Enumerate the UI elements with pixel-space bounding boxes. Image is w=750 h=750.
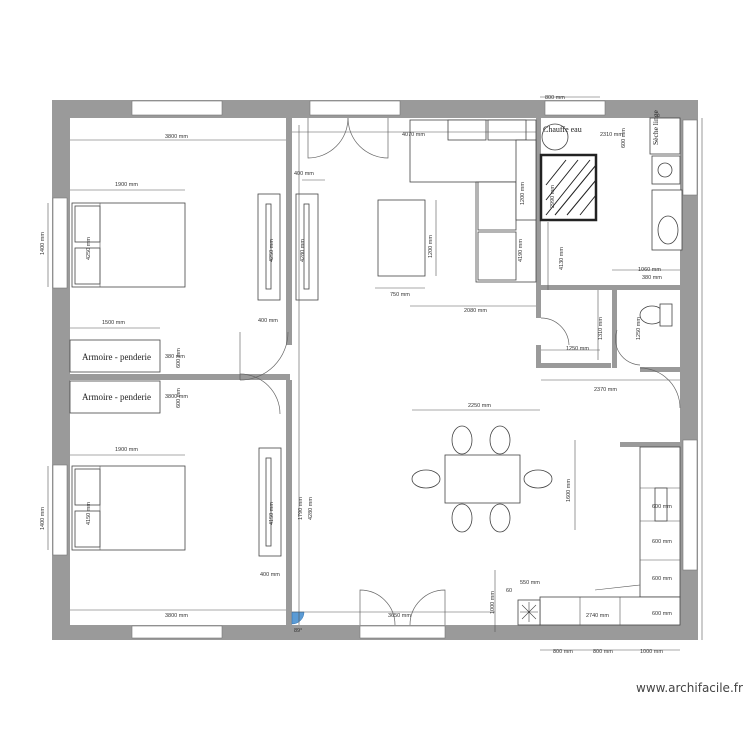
archifacile-watermark: www.archifacile.fr [636, 681, 743, 695]
dim-wc-1250: 1250 mm [636, 317, 642, 340]
dim-shelf-top-400: 400 mm [258, 318, 278, 324]
dim-bath-2310: 2310 mm [600, 132, 623, 138]
living-room [377, 119, 537, 283]
bedroom-top [69, 193, 319, 414]
dim-corridor-top-4280: 4280 mm [300, 239, 306, 262]
dim-dining-2250: 2250 mm [468, 403, 491, 409]
dim-bath-600: 600 mm [621, 128, 627, 148]
dryer-label: Sèche linge [651, 110, 660, 145]
dim-kitchen-60: 60 [506, 588, 512, 594]
dim-bed-top-width: 1400 mm [40, 232, 46, 255]
dim-kitchen-600-a: 600 mm [652, 504, 672, 510]
dim-kitchen-1000: 1000 mm [490, 591, 496, 614]
dining-table [444, 454, 521, 504]
dim-bath-2990: 2990 mm [550, 185, 556, 208]
dim-left-room-top: 3800 mm [165, 134, 188, 140]
dim-kitchen-600-b: 600 mm [652, 539, 672, 545]
kitchen-counter-right [639, 446, 681, 598]
dim-bed-bottom-inner: 4150 mm [86, 502, 92, 525]
dim-shelf-bottom-vertical: 4150 mm [269, 502, 275, 525]
dim-bath-4130: 4130 mm [559, 247, 565, 270]
dim-coffee-h: 1200 mm [428, 235, 434, 258]
exterior-walls [52, 100, 698, 640]
dim-bed-top-inner: 4250 mm [86, 237, 92, 260]
wardrobe-top-label: Armoire - penderie [82, 352, 151, 362]
dim-corridor-4280: 4280 mm [308, 497, 314, 520]
dim-dining-1600: 1600 mm [566, 479, 572, 502]
dryer [649, 117, 681, 155]
dim-kitchen-2740: 2740 mm [586, 613, 609, 619]
dimension-lines [47, 96, 703, 651]
dim-shelf-bottom-400: 400 mm [260, 572, 280, 578]
dim-bed-top-length: 1900 mm [115, 182, 138, 188]
dim-living-2080: 2080 mm [464, 308, 487, 314]
dim-corridor-400: 400 mm [294, 171, 314, 177]
dim-living-width: 4070 mm [402, 132, 425, 138]
kitchen-counter-bottom [539, 596, 681, 626]
dim-bed-bottom-length: 1900 mm [115, 447, 138, 453]
kitchen [517, 446, 681, 626]
dim-wardrobe-length: 1500 mm [102, 320, 125, 326]
coffee-table [377, 199, 426, 277]
dim-bottom-800a: 800 mm [553, 649, 573, 655]
dim-coffee-w: 750 mm [390, 292, 410, 298]
dim-bed-bottom-width: 1400 mm [40, 507, 46, 530]
dim-left-room-bottom: 3800 mm [165, 613, 188, 619]
dim-bottom-3650: 3650 mm [388, 613, 411, 619]
dim-wardrobe-top-380: 380 mm [165, 354, 185, 360]
dimension-labels: 800 mm 3800 mm 1900 mm 1400 mm 4250 mm 4… [40, 95, 672, 655]
dim-bath-380: 380 mm [642, 275, 662, 281]
dim-kitchen-600-c: 600 mm [652, 576, 672, 582]
dim-bath-1060: 1060 mm [638, 267, 661, 273]
dim-bottom-1000: 1000 mm [640, 649, 663, 655]
wardrobe-top [69, 339, 161, 373]
dim-kitchen-550: 550 mm [520, 580, 540, 586]
dim-wardrobe-depth-top: 600 mm [176, 348, 182, 368]
dim-wardrobe-depth-bottom: 600 mm [176, 388, 182, 408]
water-heater-label: Chauffe eau [543, 125, 582, 134]
dim-angle: 89° [294, 628, 302, 634]
bathroom [539, 117, 683, 327]
dim-sofa-4190: 4190 mm [518, 239, 524, 262]
dim-bath-1250: 1250 mm [566, 346, 589, 352]
interior-walls [70, 115, 681, 625]
wardrobe-bottom-label: Armoire - penderie [82, 392, 151, 402]
water-heater [541, 123, 569, 151]
dim-kitchen-600-d: 600 mm [652, 611, 672, 617]
dim-hall-2370: 2370 mm [594, 387, 617, 393]
dim-shelf-top-vertical: 4250 mm [269, 239, 275, 262]
bedroom-bottom [71, 447, 282, 557]
dim-wardrobe-bottom-3800: 3800 mm [165, 394, 188, 400]
dim-corridor-1790: 1790 mm [298, 497, 304, 520]
dim-bath-1310: 1310 mm [598, 317, 604, 340]
dining-area [411, 425, 553, 533]
dim-sofa-1200: 1200 mm [520, 182, 526, 205]
wardrobe-bottom [69, 380, 161, 414]
dim-bottom-800b: 800 mm [593, 649, 613, 655]
dim-top-800: 800 mm [545, 95, 565, 101]
